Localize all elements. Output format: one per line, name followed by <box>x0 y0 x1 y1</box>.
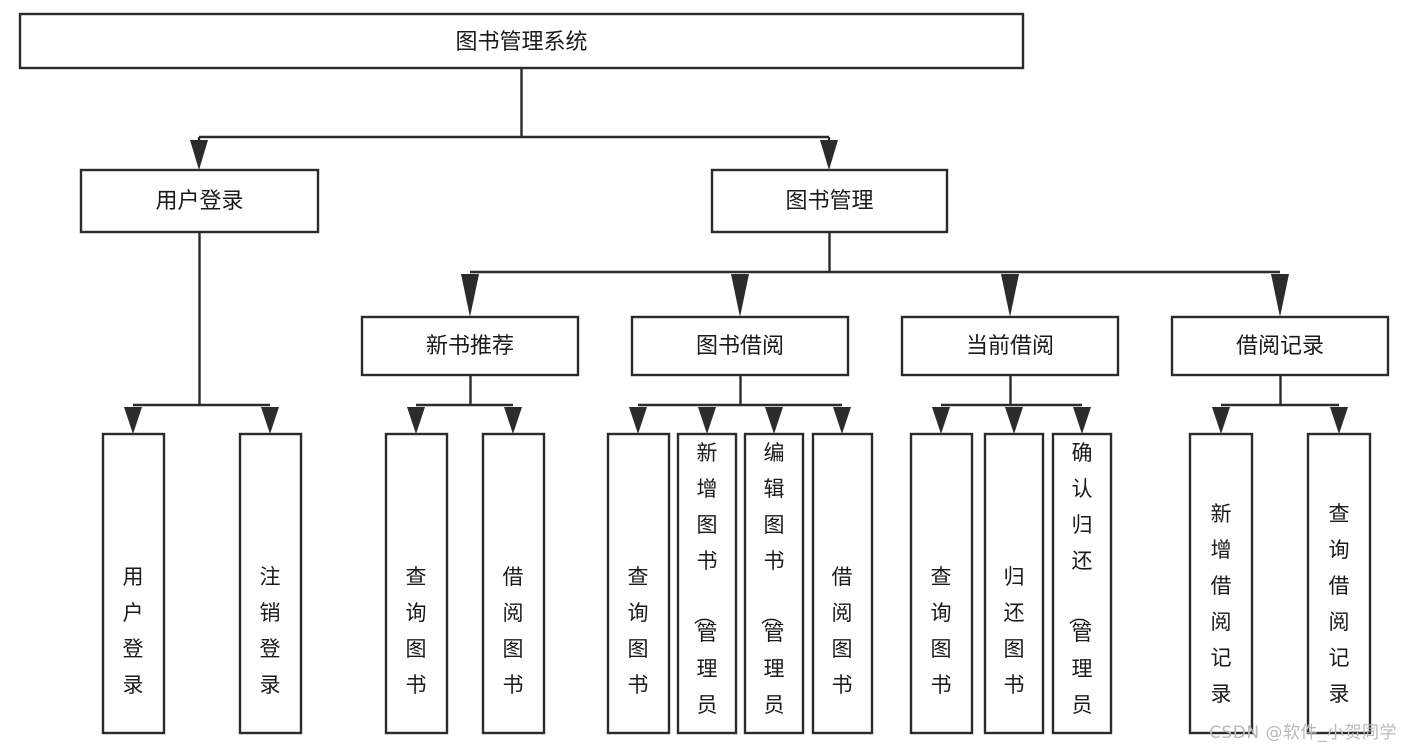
leaf-record-query-label: 查询借阅记录 <box>1329 502 1350 706</box>
arrow-head-book-borrow-leaf-2 <box>765 407 783 434</box>
leaf-record-add[interactable]: 新增借阅记录 <box>1188 432 1254 735</box>
leaf-current-return-book-label: 归还图书 <box>1004 565 1025 697</box>
node-user-login-label: 用户登录 <box>155 189 243 214</box>
leaf-new-book-borrow-label: 借阅图书 <box>503 565 524 697</box>
node-new-book-recommend-box[interactable] <box>360 315 580 377</box>
node-book-management-label: 图书管理 <box>785 189 873 214</box>
node-book-borrow-label: 图书借阅 <box>696 334 784 359</box>
arrow-head-book-mgmt <box>820 140 838 170</box>
leaf-borrow-edit-book-box[interactable] <box>743 432 805 735</box>
leaf-new-book-query[interactable]: 查询图书 <box>384 432 449 735</box>
arrow-head-borrow-record-leaf-0 <box>1212 407 1230 434</box>
leaf-user-login-logout-box[interactable] <box>238 432 303 735</box>
arrow-head-user-login-leaf-0 <box>124 407 142 434</box>
leaf-borrow-borrow-book-label: 借阅图书 <box>832 565 853 697</box>
csdn-watermark: CSDN @软件_小贺同学 <box>1209 723 1397 743</box>
arrow-head-new-book-rec-leaf-0 <box>407 407 425 434</box>
leaf-user-login-logout-label: 注销登录 <box>260 565 281 697</box>
leaf-current-confirm-return[interactable]: 确认归还（管理员） <box>1051 432 1113 747</box>
node-book-management[interactable]: 图书管理 <box>710 168 949 234</box>
leaf-record-add-label: 新增借阅记录 <box>1211 502 1232 706</box>
leaf-new-book-borrow-box[interactable] <box>481 432 546 735</box>
leaf-borrow-query-book[interactable]: 查询图书 <box>606 432 671 735</box>
arrow-head-book-borrow-leaf-3 <box>833 407 851 434</box>
leaf-borrow-borrow-book[interactable]: 借阅图书 <box>811 432 874 735</box>
node-borrow-record[interactable]: 借阅记录 <box>1170 315 1390 377</box>
node-book-borrow-box[interactable] <box>630 315 850 377</box>
node-root-label: 图书管理系统 <box>455 30 587 55</box>
arrow-head-current-borrow <box>1001 274 1019 317</box>
leaf-user-login-login[interactable]: 用户登录 <box>101 432 166 735</box>
arrow-head-new-book-rec-leaf-1 <box>504 407 522 434</box>
leaf-user-login-login-label: 用户登录 <box>123 565 144 697</box>
leaf-record-add-box[interactable] <box>1188 432 1254 735</box>
leaf-user-login-logout[interactable]: 注销登录 <box>238 432 303 735</box>
node-user-login[interactable]: 用户登录 <box>79 168 320 234</box>
arrow-head-current-borrow-leaf-0 <box>932 407 950 434</box>
leaf-current-query-book-box[interactable] <box>909 432 974 735</box>
arrow-head-book-borrow-leaf-1 <box>698 407 716 434</box>
node-book-borrow[interactable]: 图书借阅 <box>630 315 850 377</box>
leaf-current-query-book-label: 查询图书 <box>931 565 952 697</box>
arrow-head-borrow-record-leaf-1 <box>1330 407 1348 434</box>
arrow-head-book-borrow-leaf-0 <box>629 407 647 434</box>
leaf-new-book-borrow[interactable]: 借阅图书 <box>481 432 546 735</box>
leaf-current-query-book[interactable]: 查询图书 <box>909 432 974 735</box>
node-book-management-box[interactable] <box>710 168 949 234</box>
arrow-head-current-borrow-leaf-1 <box>1005 407 1023 434</box>
node-new-book-recommend-label: 新书推荐 <box>426 334 514 359</box>
node-current-borrow[interactable]: 当前借阅 <box>900 315 1120 377</box>
leaf-record-query-box[interactable] <box>1306 432 1372 735</box>
node-new-book-recommend[interactable]: 新书推荐 <box>360 315 580 377</box>
leaf-new-book-query-label: 查询图书 <box>406 565 427 697</box>
leaf-borrow-borrow-book-box[interactable] <box>811 432 874 735</box>
leaf-borrow-edit-book[interactable]: 编辑图书（管理员） <box>743 432 805 747</box>
leaf-user-login-login-box[interactable] <box>101 432 166 735</box>
leaf-borrow-add-book-label: 新增图书（管理员） <box>692 441 718 747</box>
node-current-borrow-box[interactable] <box>900 315 1120 377</box>
leaf-borrow-query-book-label: 查询图书 <box>628 565 649 697</box>
leaf-borrow-edit-book-label: 编辑图书（管理员） <box>759 441 785 747</box>
arrow-head-new-book-rec <box>461 274 479 317</box>
node-user-login-box[interactable] <box>79 168 320 234</box>
node-borrow-record-label: 借阅记录 <box>1236 334 1324 359</box>
leaf-current-return-book[interactable]: 归还图书 <box>983 432 1045 735</box>
leaf-borrow-add-book-box[interactable] <box>676 432 738 735</box>
node-root-box[interactable] <box>18 12 1025 70</box>
arrow-head-user-login-leaf-1 <box>261 407 279 434</box>
connectors-layer <box>124 68 1348 434</box>
arrow-head-user-login <box>190 140 208 170</box>
leaf-borrow-query-book-box[interactable] <box>606 432 671 735</box>
leaf-current-confirm-return-label: 确认归还（管理员） <box>1067 441 1093 747</box>
node-current-borrow-label: 当前借阅 <box>966 334 1054 359</box>
leaf-current-return-book-box[interactable] <box>983 432 1045 735</box>
leaf-record-query[interactable]: 查询借阅记录 <box>1306 432 1372 735</box>
node-root[interactable]: 图书管理系统 <box>18 12 1025 70</box>
node-borrow-record-box[interactable] <box>1170 315 1390 377</box>
leaf-borrow-add-book[interactable]: 新增图书（管理员） <box>676 432 738 747</box>
arrow-head-current-borrow-leaf-2 <box>1073 407 1091 434</box>
leaf-new-book-query-box[interactable] <box>384 432 449 735</box>
arrow-head-book-borrow <box>731 274 749 317</box>
arrow-head-borrow-record <box>1271 274 1289 317</box>
leaf-current-confirm-return-box[interactable] <box>1051 432 1113 735</box>
